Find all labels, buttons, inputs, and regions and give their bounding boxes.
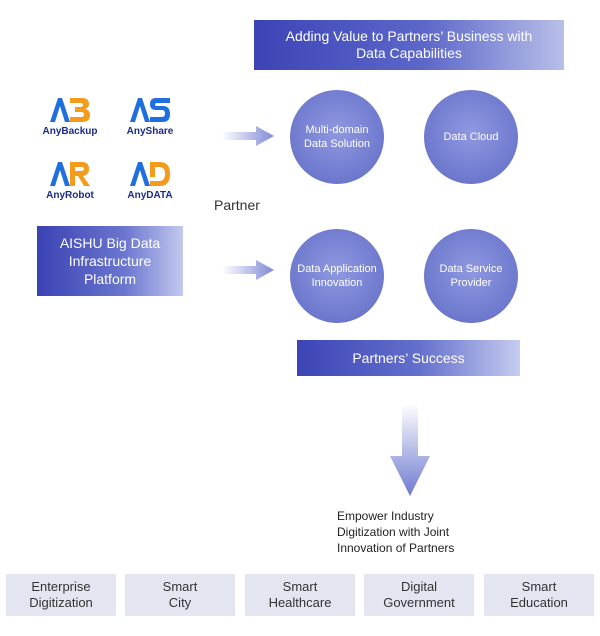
anyrobot-label: AnyRobot [46,190,94,201]
anydata-logo-icon [130,162,170,186]
platform-line3: Platform [83,271,137,287]
sector-line1: Smart [162,579,198,594]
sector-line1: Smart [521,579,557,594]
platform-line2: Infrastructure [68,253,152,269]
success-banner: Partners’ Success [297,340,520,376]
anybackup-logo-icon [50,98,90,122]
sector-line1: Enterprise [31,579,91,594]
circle-line2: Innovation [311,277,363,289]
empower-text: Empower Industry Digitization with Joint… [337,508,537,556]
sector-digital-government: Digital Government [364,574,474,616]
sector-line1: Digital [400,579,438,594]
arrow-down-icon [390,404,430,496]
sector-line2: City [168,595,192,610]
anybackup-label: AnyBackup [42,126,98,137]
circle-line2: Data Solution [303,138,371,150]
circle-data-service: Data Service Provider [424,229,518,323]
anydata-logo: AnyDATA [120,160,180,201]
circle-line1: Data Application [297,263,377,275]
anyshare-logo-icon [130,98,170,122]
circle-line1: Data Cloud [443,131,499,143]
circle-data-application: Data Application Innovation [290,229,384,323]
sector-line2: Education [510,595,568,610]
circle-multi-domain: Multi-domain Data Solution [290,90,384,184]
circle-line2: Provider [450,277,492,289]
sector-smart-healthcare: Smart Healthcare [245,574,355,616]
top-banner: Adding Value to Partners’ Business with … [254,20,564,70]
anyshare-logo: AnyShare [120,96,180,137]
empower-line1: Empower Industry [337,509,434,523]
circle-line1: Data Service [439,263,503,275]
circle-line1: Multi-domain [305,124,369,136]
partner-label: Partner [214,197,260,213]
top-banner-line2: Data Capabilities [356,45,462,61]
sector-smart-city: Smart City [125,574,235,616]
empower-line2: Digitization with Joint [337,525,450,539]
sector-line1: Smart [282,579,318,594]
anyshare-label: AnyShare [126,126,174,137]
sector-line2: Digitization [29,595,93,610]
sector-smart-education: Smart Education [484,574,594,616]
anyrobot-logo: AnyRobot [40,160,100,201]
top-banner-line1: Adding Value to Partners’ Business with [285,28,533,44]
anyrobot-logo-icon [50,162,90,186]
anydata-label: AnyDATA [127,190,173,201]
platform-line1: AISHU Big Data [59,235,161,251]
sector-line2: Government [383,595,455,610]
arrow-right-icon [222,260,274,280]
empower-line3: Innovation of Partners [337,541,455,555]
anybackup-logo: AnyBackup [40,96,100,137]
arrow-right-icon [222,126,274,146]
circle-data-cloud: Data Cloud [424,90,518,184]
sector-enterprise-digitization: Enterprise Digitization [6,574,116,616]
platform-box: AISHU Big Data Infrastructure Platform [37,226,183,296]
sector-line2: Healthcare [268,595,332,610]
